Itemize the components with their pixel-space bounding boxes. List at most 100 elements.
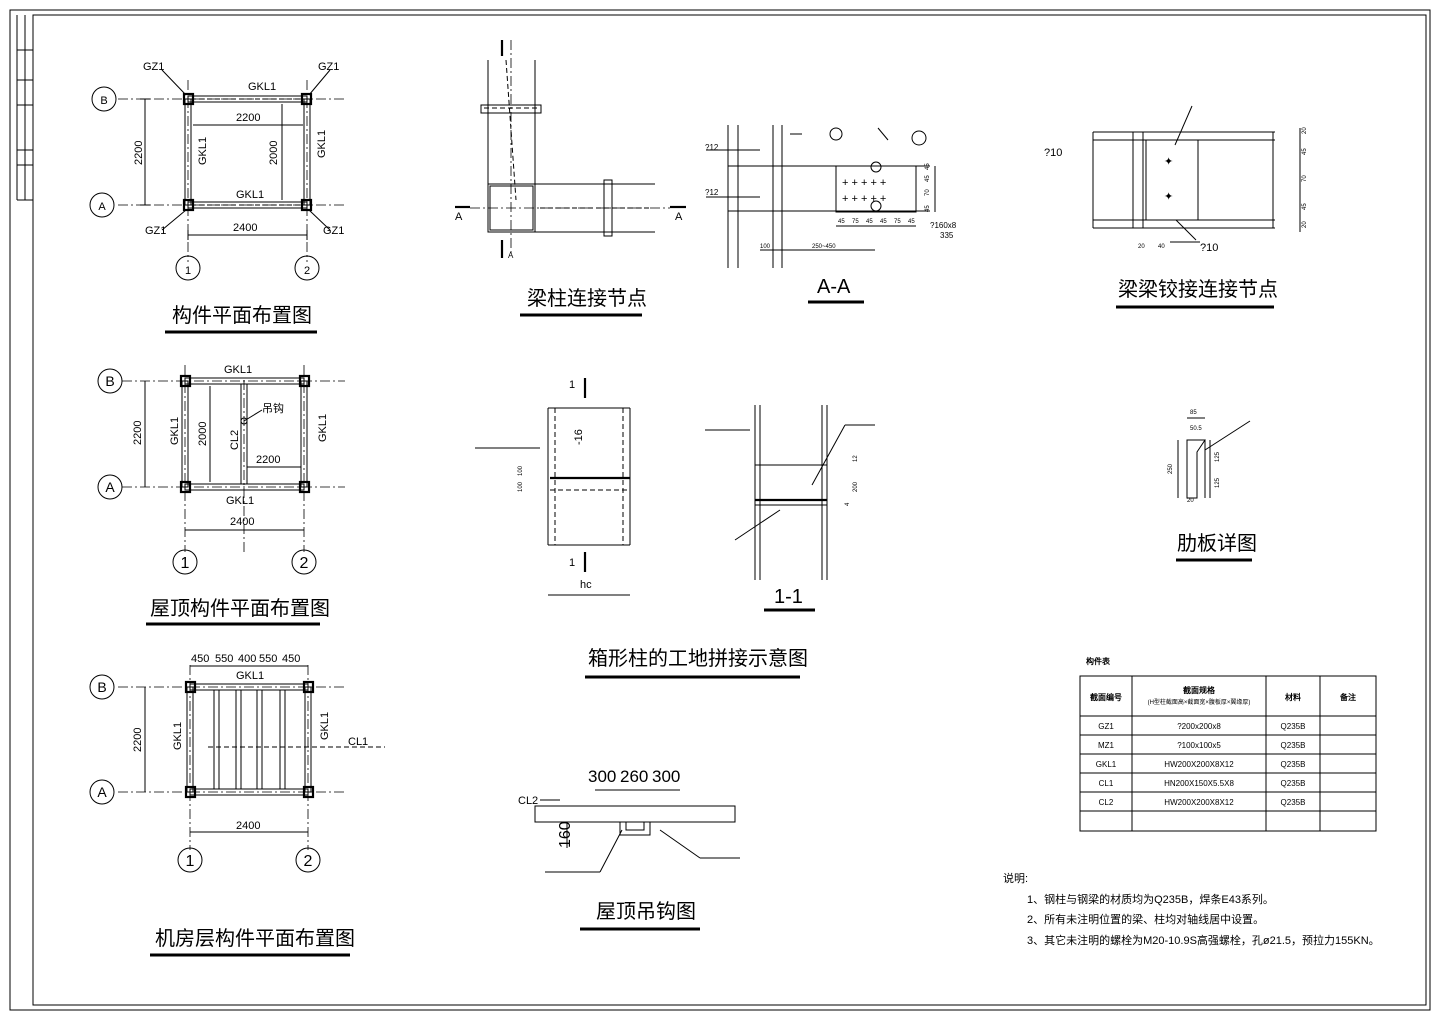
axis-bubble-a-plan3 [89, 779, 115, 805]
label-gz1-br: GZ1 [323, 225, 344, 237]
aa-dim-right: 70 [925, 189, 931, 196]
title-plan-3: 机房层构件平面布置图 [155, 927, 355, 950]
axis-label-2-p3: 2 [304, 853, 313, 870]
axis-label-a: A [98, 201, 106, 213]
aa-plate: ?160x8 [930, 221, 957, 230]
title-hinge: 梁梁铰接连接节点 [1118, 278, 1278, 301]
aa-250-450: 250~450 [812, 244, 836, 250]
table-cell: CL2 [1099, 798, 1114, 807]
note-3: 3、其它未注明的螺栓为M20-10.9S高强螺栓，孔ø21.5，预拉力155KN… [1027, 933, 1380, 947]
aa-dim-bottom: 45 [866, 219, 873, 225]
table-header: 材料 [1285, 692, 1301, 702]
plan3-gkl1-left: GKL1 [172, 722, 184, 750]
title-hook: 屋顶吊钩图 [596, 900, 696, 923]
box-4: 4 [845, 502, 851, 506]
aa-335: 335 [940, 231, 954, 240]
hook-cl2: CL2 [518, 795, 538, 807]
plan2-hook: 吊钩 [262, 401, 284, 415]
table-cell: MZ1 [1098, 741, 1115, 750]
plan-3-machine-room [118, 665, 385, 850]
member-table: 截面编号截面规格材料备注(H型柱截面高×截面宽×腹板厚×翼缘厚)GZ1?200x… [1079, 675, 1377, 832]
axis-label-1-p3: 1 [186, 853, 195, 870]
hinge-20: 20 [1138, 244, 1145, 250]
axis-bubble-a-plan2 [97, 474, 123, 500]
aa-dim-bottom: 45 [838, 219, 845, 225]
hinge-40: 40 [1158, 244, 1165, 250]
rib-50: 50.5 [1190, 426, 1202, 432]
table-header: 备注 [1339, 692, 1356, 702]
dim-2200-inner: 2200 [236, 112, 260, 124]
table-cell: Q235B [1281, 779, 1306, 788]
table-cell: CL1 [1099, 779, 1114, 788]
plan3-dim-top: 550 [259, 653, 277, 665]
table-cell: HN200X150X5.5X8 [1164, 779, 1234, 788]
hook-dim: 260 [620, 767, 648, 786]
box-100a: 100 [518, 481, 524, 492]
axis-bubble-a-plan1 [89, 192, 115, 218]
axis-label-1: 1 [185, 265, 191, 277]
hinge-dim-right: 70 [1302, 175, 1308, 182]
aa-dim-bottom: 45 [880, 219, 887, 225]
dim-2200-left: 2200 [133, 141, 145, 165]
hinge-dim-right: 20 [1302, 127, 1308, 134]
svg-text:✦: ✦ [1164, 191, 1173, 203]
axis-label-a-p2: A [105, 479, 115, 495]
plan3-dim-top: 450 [282, 653, 300, 665]
axis-label-1-p2: 1 [181, 555, 190, 572]
box-plate-16: -16 [573, 429, 585, 445]
plan3-cl1: CL1 [348, 736, 368, 748]
axis-bubble-2-plan3 [295, 847, 321, 873]
table-cell: ?100x100x5 [1177, 741, 1221, 750]
dim-2400: 2400 [233, 222, 257, 234]
svg-text:+ + + + +: + + + + + [842, 177, 886, 189]
aa-dim-right: 45 [925, 163, 931, 170]
table-cell: GKL1 [1096, 760, 1117, 769]
table-cell: Q235B [1281, 798, 1306, 807]
rib-250: 250 [1168, 463, 1174, 474]
label-gkl1-left: GKL1 [197, 137, 209, 165]
plan3-dim-top: 400 [238, 653, 256, 665]
rib-125a: 125 [1215, 451, 1221, 462]
joint-a-bottom: A [508, 251, 514, 260]
title-a-a: A-A [817, 276, 851, 298]
joint-a-right: A [675, 211, 683, 223]
table-cell: Q235B [1281, 741, 1306, 750]
notes-heading: 说明: [1003, 871, 1028, 885]
hinge-10-left: ?10 [1044, 147, 1062, 159]
box-sec1-bottom: 1 [569, 557, 575, 569]
table-cell: HW200X200X8X12 [1164, 798, 1234, 807]
axis-bubble-1-plan1 [175, 255, 201, 281]
hinge-dim-right: 20 [1302, 221, 1308, 228]
table-caption: 构件表 [1086, 656, 1111, 666]
label-gz1-tl: GZ1 [143, 61, 164, 73]
rib-85: 85 [1190, 410, 1197, 416]
axis-label-b-p2: B [105, 373, 114, 389]
axis-label-b: B [100, 95, 107, 107]
table-header: 截面编号 [1090, 692, 1122, 702]
axis-bubble-b-plan1 [91, 86, 117, 112]
plan-2-roof-layout [122, 365, 345, 552]
plan3-dim-2400: 2400 [236, 820, 260, 832]
plan2-dim-2200-left: 2200 [132, 421, 144, 445]
hook-160: 160 [557, 821, 574, 848]
axis-label-2: 2 [304, 265, 310, 277]
axis-bubble-1-plan3 [177, 847, 203, 873]
hinge-10-bottom: ?10 [1200, 242, 1218, 254]
label-gz1-tr: GZ1 [318, 61, 339, 73]
hook-dim: 300 [588, 767, 616, 786]
box-hc: hc [580, 579, 592, 591]
dim-2000: 2000 [268, 141, 280, 165]
title-plan-2: 屋顶构件平面布置图 [150, 597, 330, 620]
section-a-a: + + + + + + + + + + [706, 125, 936, 268]
title-rib: 肋板详图 [1177, 532, 1257, 555]
axis-bubble-b-plan2 [97, 368, 123, 394]
plan2-gkl1-bottom: GKL1 [226, 495, 254, 507]
plan-1-member-layout [118, 69, 345, 262]
plan3-gkl1-right: GKL1 [319, 712, 331, 740]
plan2-gkl1-left: GKL1 [169, 417, 181, 445]
label-gz1-bl: GZ1 [145, 225, 166, 237]
